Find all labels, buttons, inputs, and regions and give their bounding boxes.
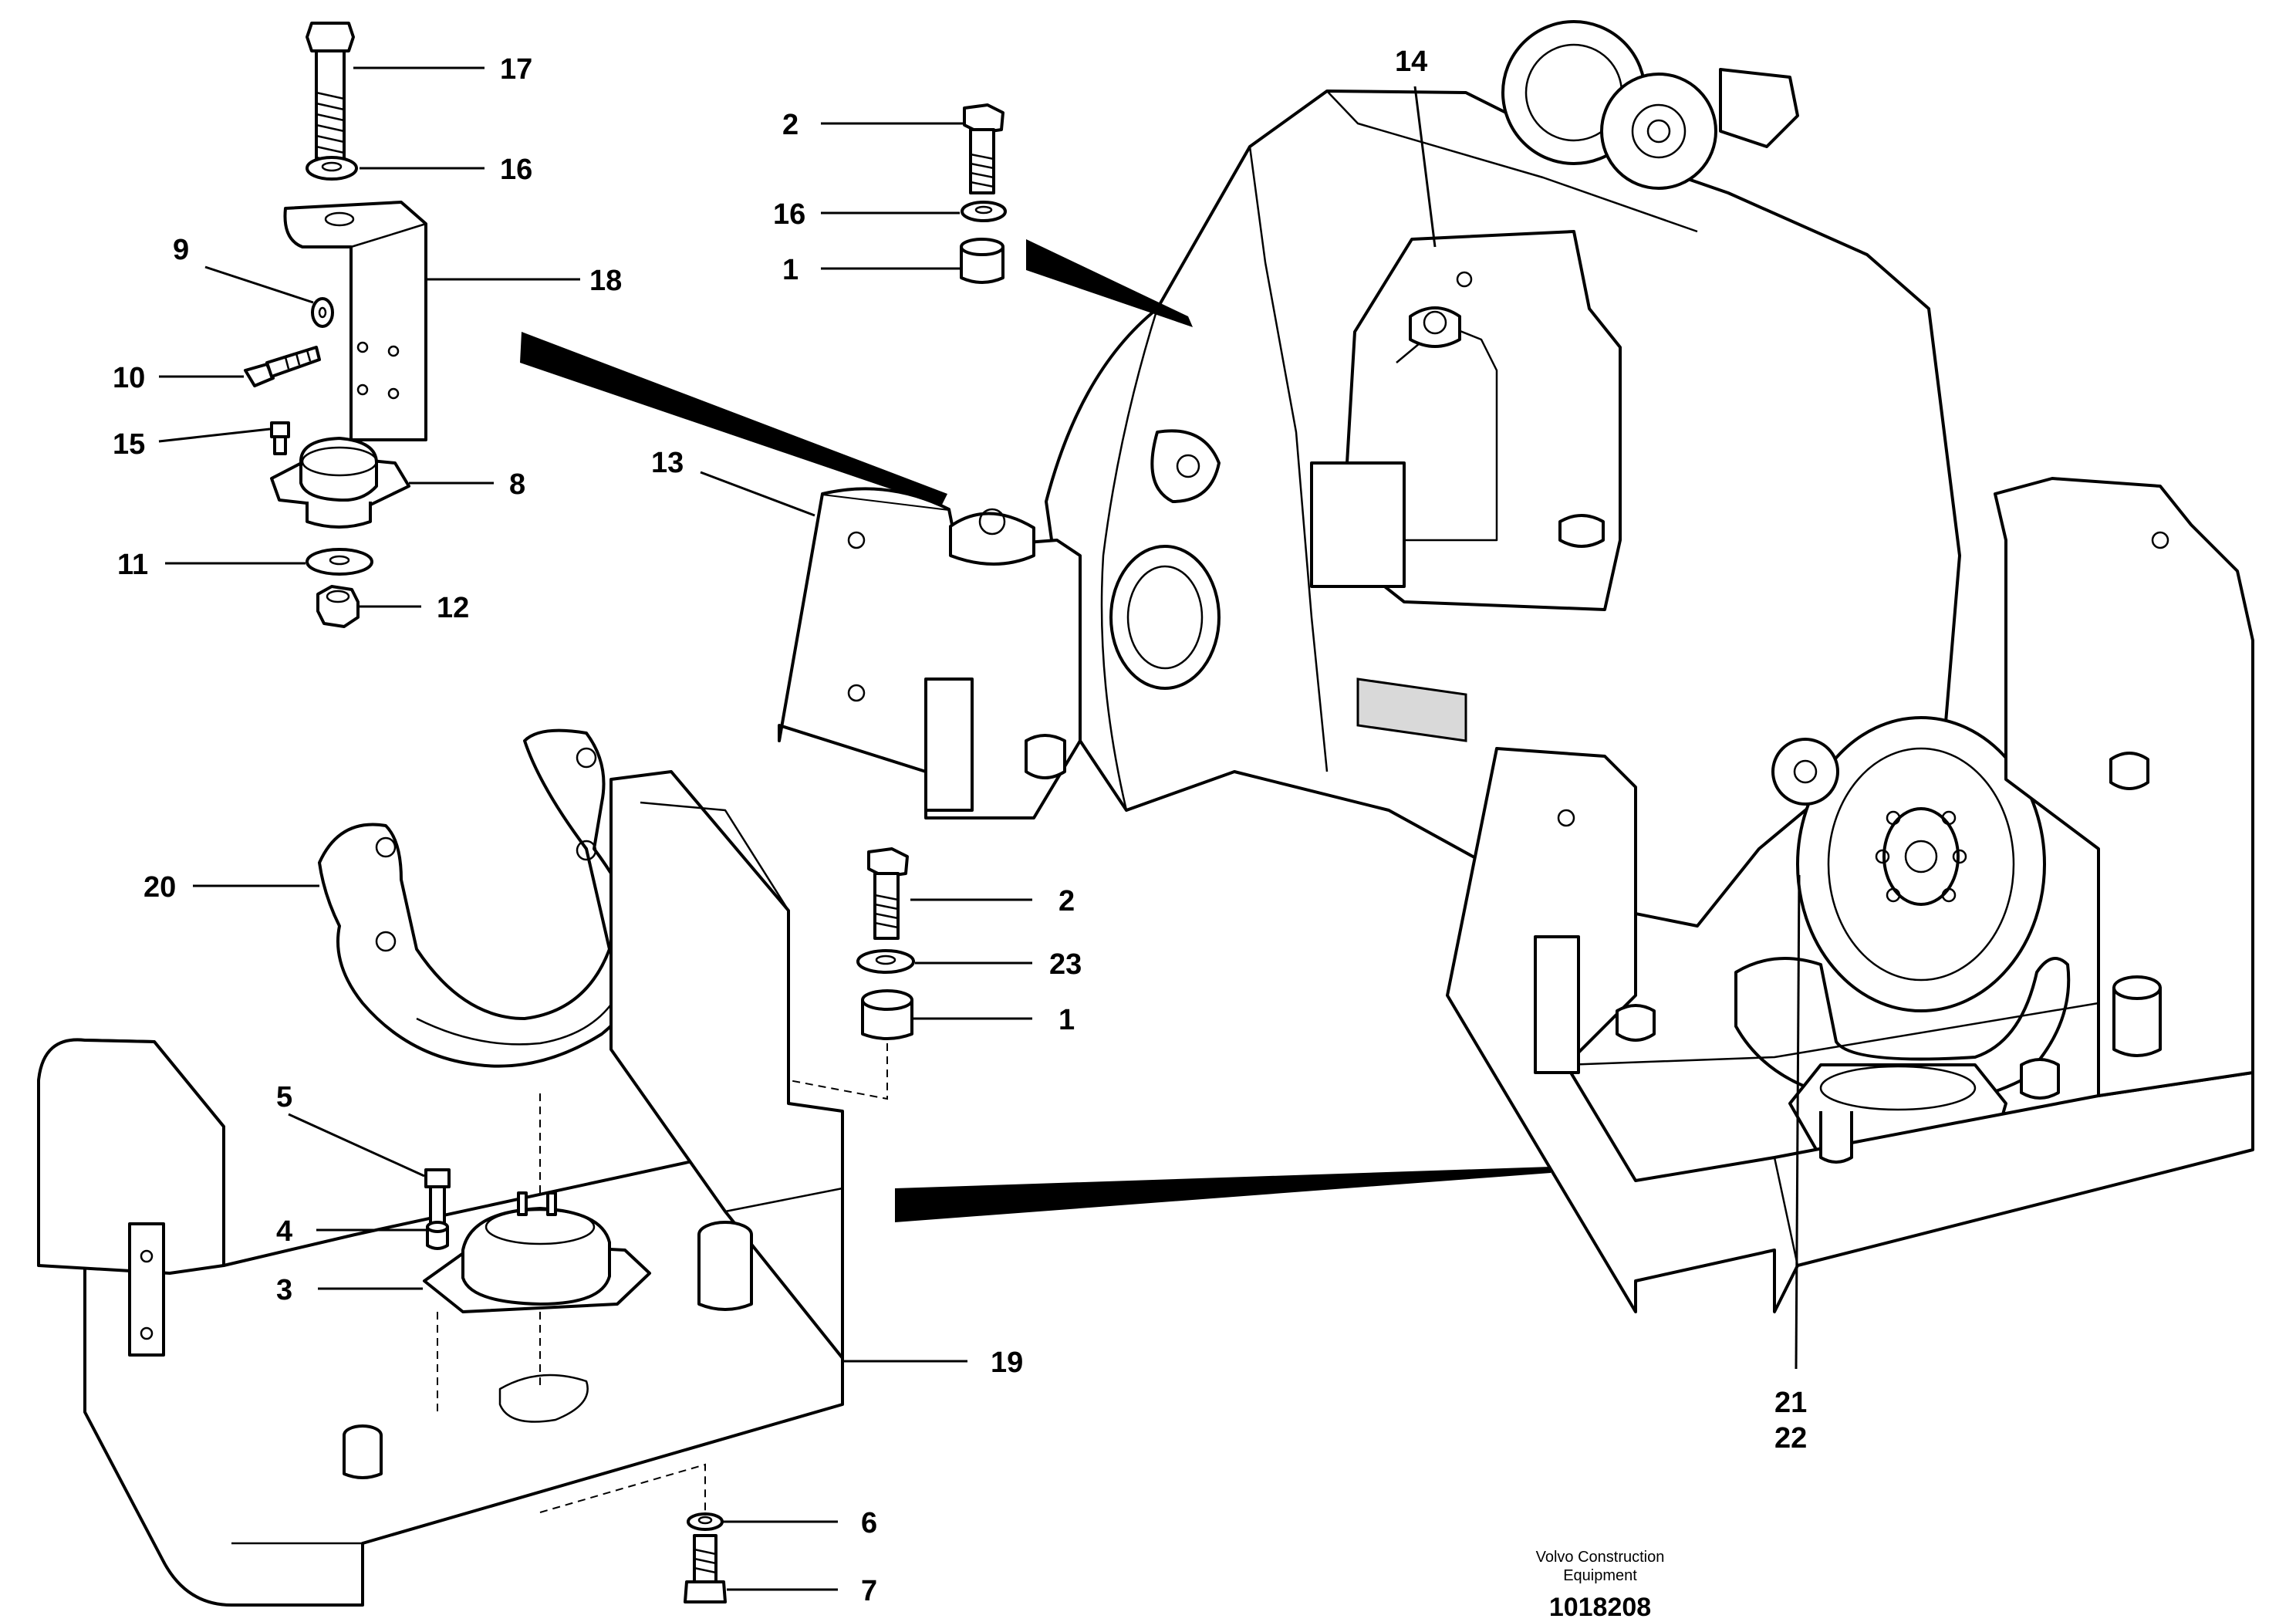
callout-labels: 17 16 18 9 10 15 8 11 12 13 2 16 1 14 2 … — [113, 46, 1807, 1607]
company-name-line1: Volvo Construction — [1536, 1549, 1665, 1566]
part-8-mount — [270, 437, 410, 529]
callout-8: 8 — [509, 468, 525, 501]
callout-7: 7 — [861, 1575, 877, 1607]
part-5-bolt — [424, 1168, 451, 1227]
callout-17: 17 — [500, 53, 532, 86]
callout-2-top: 2 — [782, 109, 799, 141]
part-15-bolt — [270, 421, 290, 455]
callout-16: 16 — [500, 154, 532, 186]
part-18-bracket — [283, 201, 427, 441]
part-9-washer — [311, 297, 334, 328]
part-3-engine-mount — [423, 1088, 651, 1412]
engine-mount-bracket-13 — [778, 487, 1082, 819]
document-number: 1018208 — [1549, 1593, 1651, 1622]
callout-13: 13 — [651, 447, 684, 479]
callout-21: 21 — [1774, 1387, 1807, 1419]
part-19-cradle — [37, 770, 844, 1607]
callout-4: 4 — [276, 1215, 292, 1248]
part-7-bolt — [684, 1534, 727, 1603]
turbocharger — [1501, 20, 1799, 190]
part-1-spacer-mid — [748, 989, 913, 1100]
part-16-washer-top — [961, 201, 1007, 222]
part-12-nut — [316, 585, 360, 628]
crankshaft-pulley — [1771, 716, 2046, 1012]
part-1-spacer-top — [960, 238, 1004, 284]
callout-16-top: 16 — [773, 198, 805, 231]
part-2-bolt-mid — [867, 847, 909, 940]
callout-11: 11 — [117, 549, 148, 581]
company-name-line2: Equipment — [1563, 1567, 1637, 1584]
part-6-washer — [687, 1512, 724, 1531]
part-2-bolt-top — [963, 103, 1004, 194]
callout-18: 18 — [589, 265, 622, 297]
part-16-washer — [306, 156, 358, 181]
callout-22: 22 — [1774, 1422, 1807, 1455]
callout-12: 12 — [437, 592, 469, 624]
part-17-bolt — [306, 22, 355, 176]
callout-9: 9 — [173, 234, 189, 266]
callout-1-top: 1 — [782, 254, 799, 286]
leader-lines — [158, 66, 1801, 1591]
callout-23: 23 — [1049, 948, 1082, 981]
assembly-guide-lines — [539, 1463, 706, 1513]
callout-1-mid: 1 — [1059, 1004, 1075, 1036]
engine-mount-bracket-14 — [1310, 230, 1622, 611]
callout-3: 3 — [276, 1274, 292, 1306]
part-10-bolt — [244, 346, 321, 387]
part-4-spacer — [426, 1221, 449, 1250]
callout-14: 14 — [1395, 46, 1427, 78]
engine-cradle-right — [1446, 477, 2254, 1313]
pointer-wedge-bracket13 — [520, 332, 947, 506]
callout-20: 20 — [144, 871, 176, 904]
footer: Volvo Construction Equipment 1018208 — [1536, 1549, 1665, 1622]
callout-5: 5 — [276, 1081, 292, 1113]
callout-10: 10 — [113, 362, 145, 394]
pointer-wedge-engine-mount — [895, 1167, 1551, 1222]
part-20-yoke — [318, 728, 642, 1068]
callout-15: 15 — [113, 428, 145, 461]
callout-2-mid: 2 — [1059, 885, 1075, 917]
part-11-washer — [306, 548, 373, 576]
callout-19: 19 — [991, 1347, 1023, 1379]
part-23-washer — [856, 949, 915, 974]
callout-6: 6 — [861, 1507, 877, 1539]
pointer-wedge-top-stack — [1026, 239, 1193, 327]
